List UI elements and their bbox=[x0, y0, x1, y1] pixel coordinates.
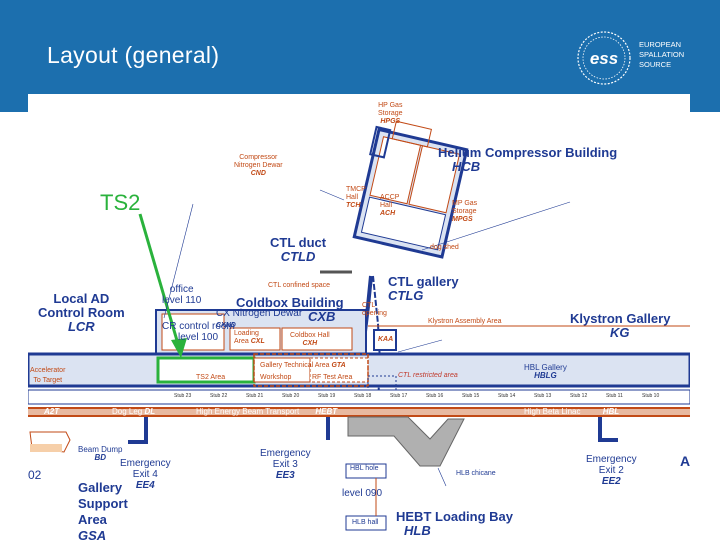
stub-label: Stub 18 bbox=[354, 393, 372, 399]
hbl-label: High Beta Linac HBL bbox=[524, 407, 620, 416]
stub-label: Stub 23 bbox=[174, 393, 192, 399]
edge-02-label: 02 bbox=[28, 468, 42, 482]
ts2-arrow bbox=[138, 213, 180, 345]
dog-leg-label: Dog Leg DL bbox=[112, 407, 156, 416]
stub-label: Stub 14 bbox=[498, 393, 516, 399]
klystron-assembly-label: Klystron Assembly Area bbox=[428, 318, 502, 325]
stub-label: Stub 11 bbox=[606, 393, 623, 399]
logo-line: SPALLATION bbox=[639, 50, 685, 59]
level-100-label: level 100 bbox=[178, 332, 219, 343]
hebt-label: High Energy Beam Transport HEBT bbox=[196, 407, 338, 416]
logo-line: EUROPEAN bbox=[639, 40, 682, 49]
ts2-area-label: TS2 Area bbox=[196, 374, 226, 381]
stub-label: Stub 22 bbox=[210, 393, 228, 399]
gta-label: Gallery Technical Area GTA bbox=[260, 362, 346, 369]
stub-label: Stub 13 bbox=[534, 393, 552, 399]
stub-label: Stub 16 bbox=[426, 393, 444, 399]
exit-2-shaft bbox=[598, 417, 618, 442]
exit-4-shaft bbox=[128, 417, 148, 444]
hbl-hall-label: HLB hall bbox=[352, 519, 379, 526]
stub-label: Stub 17 bbox=[390, 393, 408, 399]
stub-label: Stub 10 bbox=[642, 393, 660, 399]
hbl-chicane-label: HLB chicane bbox=[456, 470, 496, 477]
ctl-restricted-label: CTL restricted area bbox=[398, 372, 458, 379]
slide-title: Layout (general) bbox=[47, 42, 220, 68]
stub-label: Stub 19 bbox=[318, 393, 336, 399]
stub-label: Stub 12 bbox=[570, 393, 588, 399]
workshop-label: Workshop bbox=[260, 374, 292, 381]
level-090-label: level 090 bbox=[342, 488, 383, 499]
logo-mark-text: ess bbox=[590, 49, 618, 68]
stub-label: Stub 15 bbox=[462, 393, 480, 399]
hebt-chicane bbox=[347, 416, 465, 467]
a2t-label: A2T bbox=[44, 407, 60, 416]
ts2-label: TS2 bbox=[100, 190, 141, 215]
stub-label: Stub 20 bbox=[282, 393, 300, 399]
slide-header: Layout (general) ess EUROPEAN SPALLATION… bbox=[0, 0, 720, 112]
stub-label: Stub 21 bbox=[246, 393, 264, 399]
hbl-hole-label: HBL hole bbox=[350, 465, 379, 472]
ctl-confined-label: CTL confined space bbox=[268, 282, 330, 289]
edge-a-label: A bbox=[680, 453, 690, 469]
logo-wordmark: EUROPEAN SPALLATION SOURCE bbox=[639, 40, 684, 70]
logo-line: SOURCE bbox=[639, 60, 672, 69]
layout-drawing bbox=[28, 120, 690, 531]
rf-test-label: RF Test Area bbox=[312, 374, 353, 381]
ts2-area-box bbox=[156, 356, 256, 384]
cr-room-label: CR control room bbox=[162, 321, 235, 332]
ess-logo-mark: ess bbox=[577, 31, 631, 85]
kaa-label: KAA bbox=[378, 336, 394, 343]
dog-shed-label: dog shed bbox=[430, 244, 459, 251]
helium-compressor-building bbox=[352, 120, 469, 259]
ess-logo: ess EUROPEAN SPALLATION SOURCE bbox=[574, 28, 694, 88]
